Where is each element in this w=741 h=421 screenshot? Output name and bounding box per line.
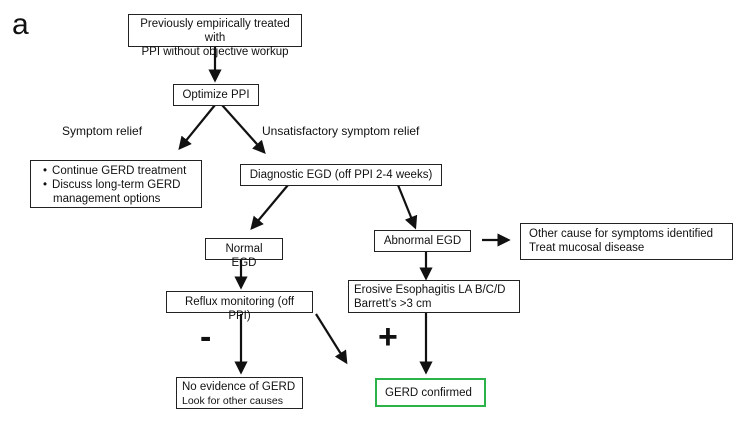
continue-item: Discuss long-term GERD bbox=[51, 178, 197, 192]
erosive-node: Erosive Esophagitis LA B/C/D Barrett’s >… bbox=[348, 280, 520, 313]
optimize-node: Optimize PPI bbox=[173, 84, 259, 106]
continue-node: Continue GERD treatment Discuss long-ter… bbox=[30, 160, 202, 208]
gerd-confirmed-node: GERD confirmed bbox=[375, 378, 486, 407]
arrow-optimize-to-relief bbox=[178, 104, 216, 151]
other-cause-node: Other cause for symptoms identified Trea… bbox=[520, 223, 733, 260]
continue-item-cont: management options bbox=[53, 193, 161, 205]
arrow-reflux-to-confirmed bbox=[315, 313, 348, 365]
start-node: Previously empirically treated with PPI … bbox=[128, 14, 302, 58]
normal-egd-node: Normal EGD bbox=[205, 238, 283, 269]
no-evidence-node: No evidence of GERD Look for other cause… bbox=[176, 377, 303, 409]
erosive-line-1: Erosive Esophagitis LA B/C/D bbox=[354, 284, 506, 296]
abnormal-egd-node: Abnormal EGD bbox=[374, 230, 471, 252]
arrow-optimize-to-unsatisfactory bbox=[221, 104, 266, 154]
panel-label: a bbox=[12, 8, 29, 41]
other-cause-line-1: Other cause for symptoms identified bbox=[529, 228, 714, 240]
other-cause-line-2: Treat mucosal disease bbox=[529, 242, 645, 254]
continue-item: Continue GERD treatment bbox=[51, 164, 197, 178]
no-evidence-line-2: Look for other causes bbox=[182, 395, 283, 407]
arrow-diagnostic-to-abnormal bbox=[396, 184, 418, 230]
positive-sign: + bbox=[378, 318, 398, 356]
unsatisfactory-label: Unsatisfactory symptom relief bbox=[262, 124, 420, 138]
negative-sign: - bbox=[200, 318, 212, 356]
diagnostic-node: Diagnostic EGD (off PPI 2-4 weeks) bbox=[240, 164, 442, 186]
start-line-2: PPI without objective workup bbox=[141, 46, 289, 58]
no-evidence-line-1: No evidence of GERD bbox=[182, 381, 296, 393]
erosive-line-2: Barrett’s >3 cm bbox=[354, 298, 432, 310]
start-line-1: Previously empirically treated with bbox=[140, 18, 290, 44]
relief-label: Symptom relief bbox=[62, 124, 143, 138]
reflux-monitoring-node: Reflux monitoring (off PPI) bbox=[166, 291, 313, 322]
arrow-diagnostic-to-normal bbox=[250, 184, 289, 231]
